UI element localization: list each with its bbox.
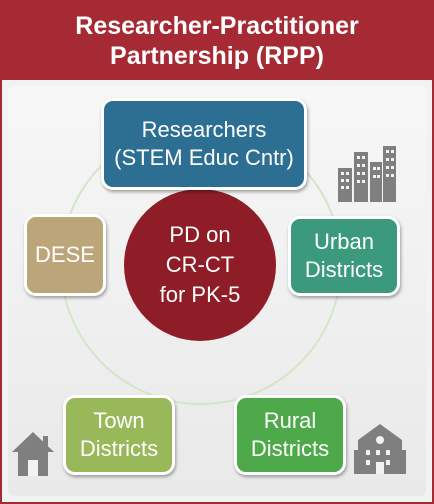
node-dese: DESE [24,214,106,296]
town-line-1: Town [93,408,145,433]
node-researchers: Researchers (STEM Educ Cntr) [101,98,307,190]
urban-line-1: Urban [314,229,374,254]
school-building-icon [354,424,406,474]
city-buildings-icon [338,146,396,202]
title-line-1: Researcher-Practitioner [75,12,359,40]
rural-line-1: Rural [263,408,317,433]
researchers-line-2: (STEM Educ Cntr) [114,145,294,170]
node-urban-districts: Urban Districts [288,216,400,296]
title-line-2: Partnership (RPP) [110,42,324,70]
center-line-2: CR-CT [165,252,235,277]
urban-line-2: Districts [304,257,384,282]
node-town-districts: Town Districts [63,395,175,475]
center-line-3: for PK-5 [159,282,241,307]
title-banner: Researcher-Practitioner Partnership (RPP… [2,2,432,80]
house-icon [12,432,54,476]
node-rural-districts: Rural Districts [234,395,346,475]
town-line-2: Districts [79,436,159,461]
researchers-line-1: Researchers [141,117,267,142]
dese-label: DESE [35,242,95,267]
rural-line-2: Districts [250,436,330,461]
center-line-1: PD on [169,222,231,247]
center-topic: PD on CR-CT for PK-5 [124,189,276,341]
